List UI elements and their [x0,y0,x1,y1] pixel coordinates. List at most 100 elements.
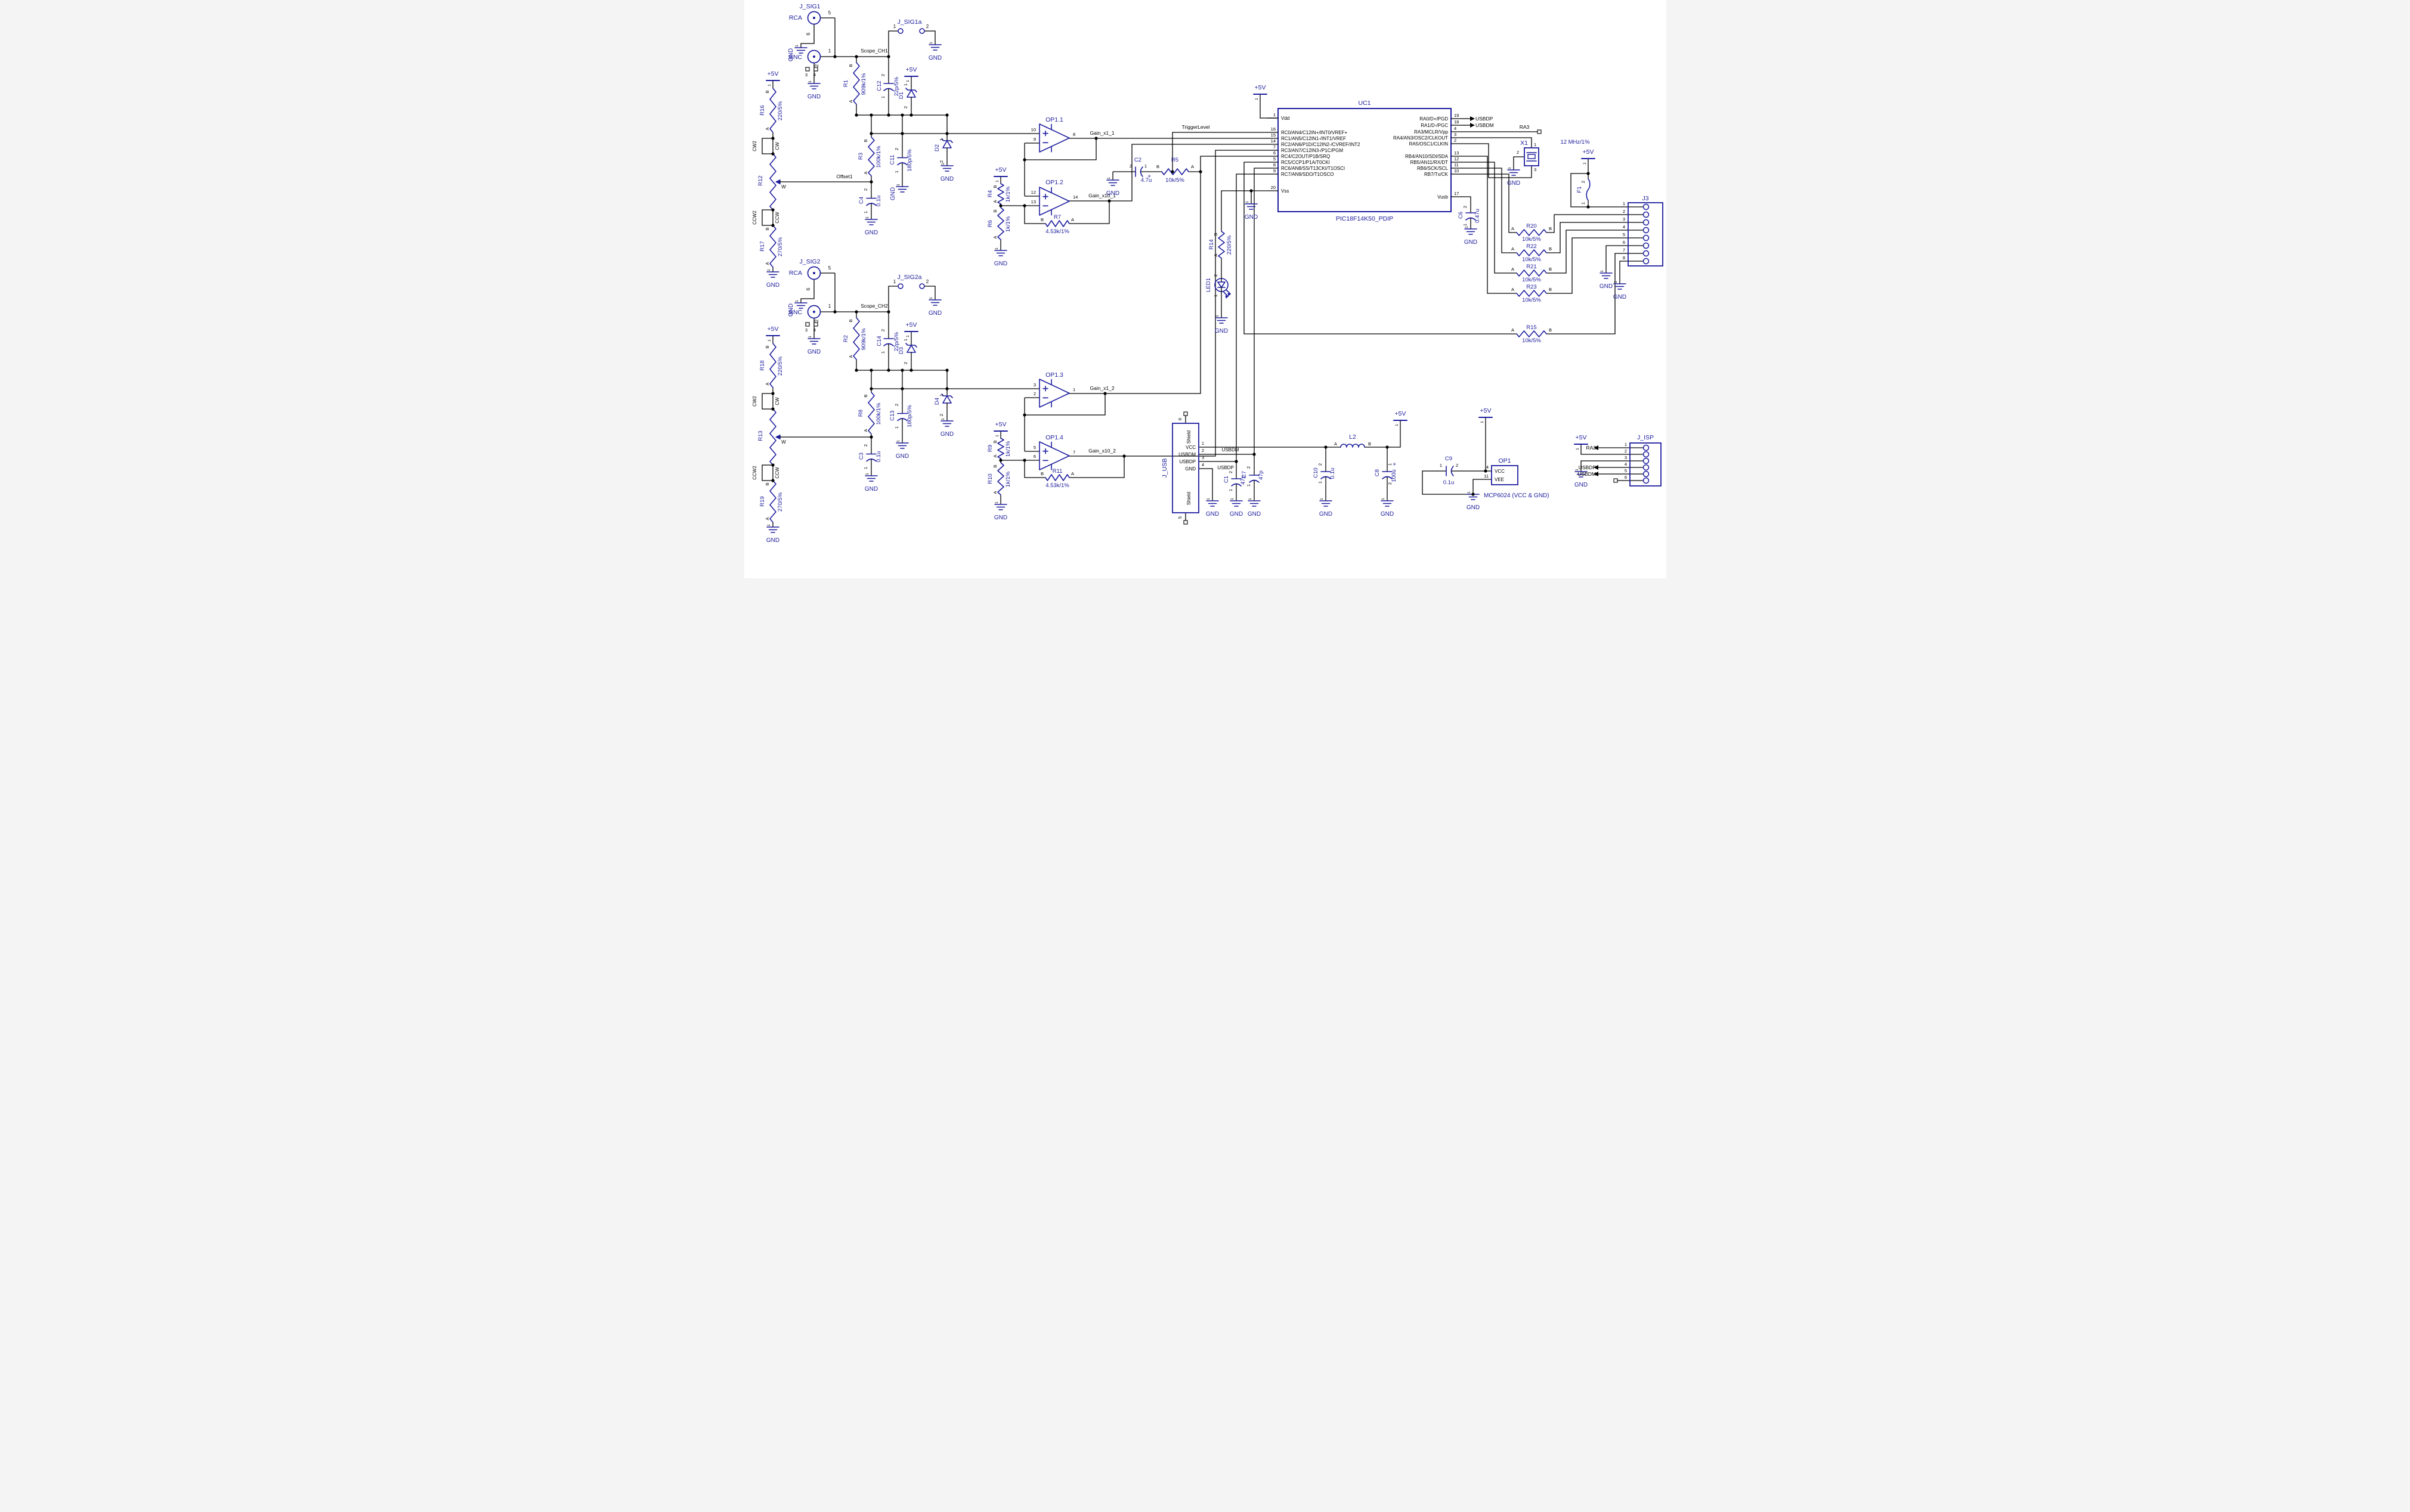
junction-dot [869,180,873,184]
label-ccw2: CCW2 [752,466,757,480]
inductor-L2 [1339,444,1365,448]
junction-dot [945,113,949,117]
pin-number: 14 [1270,138,1275,144]
pin-label: Vss [1281,188,1289,194]
open-pin [918,28,925,34]
label-2: 2 [1387,482,1393,485]
junction-dot [833,310,837,314]
label-cw2: CW2 [752,141,757,151]
junction-dot [869,368,873,372]
gnd-symbol: 1 [994,501,1007,510]
resistor-R5 [1161,168,1189,175]
label-gain-x1-1: Gain_x1_1 [1090,130,1114,136]
label-220-5-: 220/5% [777,356,784,376]
junction-dot [771,479,775,482]
vcc-pin-number: 1 [906,80,910,82]
gnd-symbol: 1 [1247,498,1261,507]
label-a: A [992,236,998,238]
gnd-symbol: 1 [794,300,808,309]
stub-pin [805,322,810,327]
jack-symbols [807,11,821,319]
junction-dot [886,368,890,372]
box-J3 [1627,202,1663,267]
net-arrow-right [1469,116,1475,121]
label-4: 4 [1624,461,1626,467]
label-2: 2 [1228,471,1233,473]
ic-UC1: UC1PIC18F14K50_PDIP1Vdd16RC0/AN4/C12IN+/… [1266,100,1462,222]
vcc-pin-number: 1 [1395,424,1399,426]
junction-dot [1198,170,1202,173]
wire [1461,196,1471,202]
label-12: 12 [1031,190,1035,195]
label-d2: D2 [934,144,941,151]
capacitor-C13 [896,388,908,444]
label-gnd: GND [807,349,820,355]
vcc-symbol: 1 [1573,444,1588,450]
pin-number: 19 [1454,113,1459,118]
junction-dot [1323,445,1328,449]
pin-label: RC5/CCP1/P1A/T0CKI [1281,160,1330,165]
gnd-pin-number: 1 [1206,498,1211,500]
pin-label: RC6/AN8/SS/T13CKI/T1OSCI [1281,166,1345,171]
resistor-R3 [867,137,875,176]
label-w: W [781,439,786,445]
label-2: 2 [1317,463,1323,466]
label-909k-1-: 909k/1% [861,328,867,351]
vcc-symbol: 1 [1478,417,1493,423]
pin-number: 1 [1273,112,1275,117]
junction-dot [771,208,775,212]
wire [924,30,936,45]
label-5: 5 [1177,516,1183,519]
pin-number: 11 [1454,162,1459,168]
resistor-R10 [997,462,1004,495]
label-r21: R21 [1526,264,1536,270]
junction-dot [1252,453,1256,456]
wire [1619,261,1644,284]
stub-pin [1613,478,1618,483]
resistor-R15 [1515,330,1547,337]
wire [1024,394,1106,416]
label-d1: D1 [898,92,905,99]
label-4: 4 [1622,224,1625,230]
pin-number: 7 [1273,144,1275,150]
wire [1023,206,1045,224]
gnd-pin-number: 1 [995,247,999,250]
label-j-sig1: J_SIG1 [799,3,820,10]
label-1: 1 [1073,387,1075,392]
label-op1-1: OP1.1 [1045,116,1063,123]
label-gnd: GND [1464,239,1477,246]
label-10k-5-: 10k/5% [1522,337,1541,344]
label-3: 3 [1622,216,1625,222]
wire [1605,245,1644,273]
pin-label: RB6/SCK/SCL [1416,166,1448,171]
label-op1-3: OP1.3 [1045,371,1063,379]
label-2: 2 [1456,463,1458,468]
label-10k-5-: 10k/5% [1522,297,1541,303]
capacitor-C6 [1465,201,1476,230]
capacitor-C2 [1125,166,1150,177]
label-c10: C10 [1313,467,1319,478]
label-2: 2 [880,329,886,331]
potentiometer-R13 [769,408,781,466]
label-b: B [1549,226,1552,231]
label-2: 2 [814,319,819,322]
junction-dot [771,392,775,395]
label-r2: R2 [843,335,849,342]
jack-symbol [807,49,821,64]
wire [1069,201,1110,224]
net-arrow-left [1593,445,1598,450]
label-gnd: GND [1613,294,1626,300]
label-usbdm: USBDM [1475,122,1494,128]
wire [1472,479,1492,494]
jack-symbol [807,266,821,280]
label-b: B [848,319,853,322]
label-gnd: GND [1106,190,1119,197]
gnd-symbol: 1 [1613,281,1626,290]
label-1: 1 [1201,441,1204,446]
label-1: 1 [1228,489,1233,491]
label-1k-1-: 1k/1% [1005,441,1011,457]
jack-symbol [807,305,821,319]
pin-label: RC0/AN4/C12IN+/INT0/VREF+ [1281,130,1347,135]
label-b: B [765,345,770,348]
label-4-7u: 4.7u [1140,177,1152,184]
